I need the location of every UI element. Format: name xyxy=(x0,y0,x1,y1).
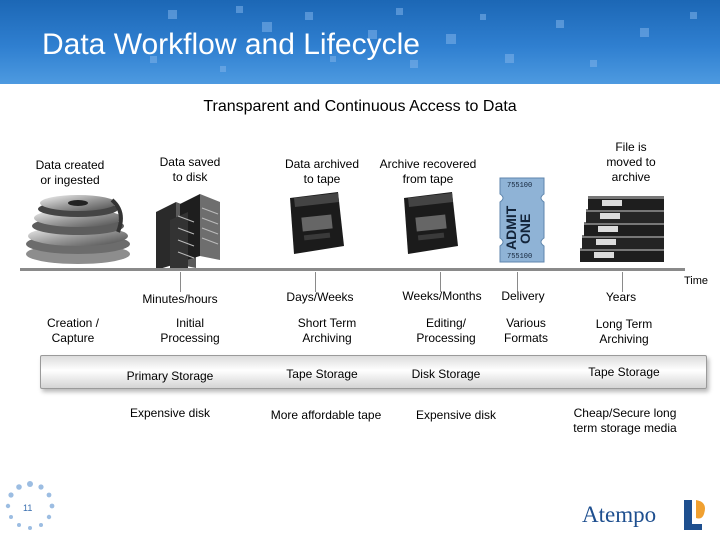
duration-label: Years xyxy=(605,290,637,304)
stage-label-text: Archive recovered from tape xyxy=(379,157,477,186)
timeline-tick xyxy=(180,272,181,292)
cost-label: More affordable tape xyxy=(270,408,382,422)
phase-label: Editing/ Processing xyxy=(416,316,476,345)
ticket-number-bottom: 755100 xyxy=(507,253,532,261)
timeline-tick xyxy=(622,272,623,292)
admit-one-ticket-image: ADMIT ONE 755100 755100 xyxy=(499,177,545,263)
servers-image xyxy=(156,194,220,270)
phase-label: Long Term Archiving xyxy=(595,317,653,346)
storage-label: Disk Storage xyxy=(411,367,481,381)
cost-label: Expensive disk xyxy=(129,406,211,420)
storage-band xyxy=(40,355,707,389)
tape-cartridge-image xyxy=(290,192,344,254)
duration-label: Minutes/hours xyxy=(142,292,218,306)
timeline-tick xyxy=(315,272,316,292)
title-banner: Data Workflow and Lifecycle xyxy=(0,0,720,84)
film-reels-image xyxy=(26,195,130,264)
ticket-one-text: ONE xyxy=(517,214,533,244)
stage-label-created: Data created or ingested xyxy=(20,158,120,188)
phase-label: Various Formats xyxy=(503,316,548,345)
stage-label-text: Data saved to disk xyxy=(159,155,221,184)
duration-label: Delivery xyxy=(501,289,545,303)
storage-label: Primary Storage xyxy=(126,369,214,383)
phase-label: Initial Processing xyxy=(160,316,220,345)
phase-label: Creation / Capture xyxy=(46,316,100,345)
cost-label: Expensive disk xyxy=(415,408,497,422)
page-number-ring-icon xyxy=(5,481,55,530)
storage-label: Tape Storage xyxy=(286,367,358,381)
stage-label-recovered: Archive recovered from tape xyxy=(370,157,486,187)
page-number: 11 xyxy=(23,503,33,513)
storage-label: Tape Storage xyxy=(588,365,660,379)
brand-name: Atempo xyxy=(582,502,657,527)
stage-label-archived: Data archived to tape xyxy=(270,157,374,187)
phase-label: Short Term Archiving xyxy=(297,316,357,345)
timeline-axis xyxy=(20,268,685,271)
subtitle: Transparent and Continuous Access to Dat… xyxy=(203,98,517,115)
stage-label-text: Data archived to tape xyxy=(284,157,360,186)
tape-cartridge-image xyxy=(404,192,458,254)
timeline-tick xyxy=(517,272,518,292)
ticket-number-top: 755100 xyxy=(507,182,532,190)
duration-label: Weeks/Months xyxy=(402,289,482,303)
time-axis-label: Time xyxy=(684,275,709,287)
ticket-admit-text: ADMIT xyxy=(503,205,519,250)
stage-label-saved: Data saved to disk xyxy=(142,155,238,185)
slide-title: Data Workflow and Lifecycle xyxy=(42,28,420,61)
stage-label-text: File is moved to archive xyxy=(606,140,656,184)
timeline-tick xyxy=(440,272,441,292)
duration-label: Days/Weeks xyxy=(286,290,354,304)
stage-label-moved: File is moved to archive xyxy=(590,140,672,185)
cost-label: Cheap/Secure long term storage media xyxy=(573,406,677,435)
stage-label-text: Data created or ingested xyxy=(35,158,105,187)
tape-stack-image xyxy=(580,196,664,262)
atempo-logo-icon xyxy=(684,500,705,530)
